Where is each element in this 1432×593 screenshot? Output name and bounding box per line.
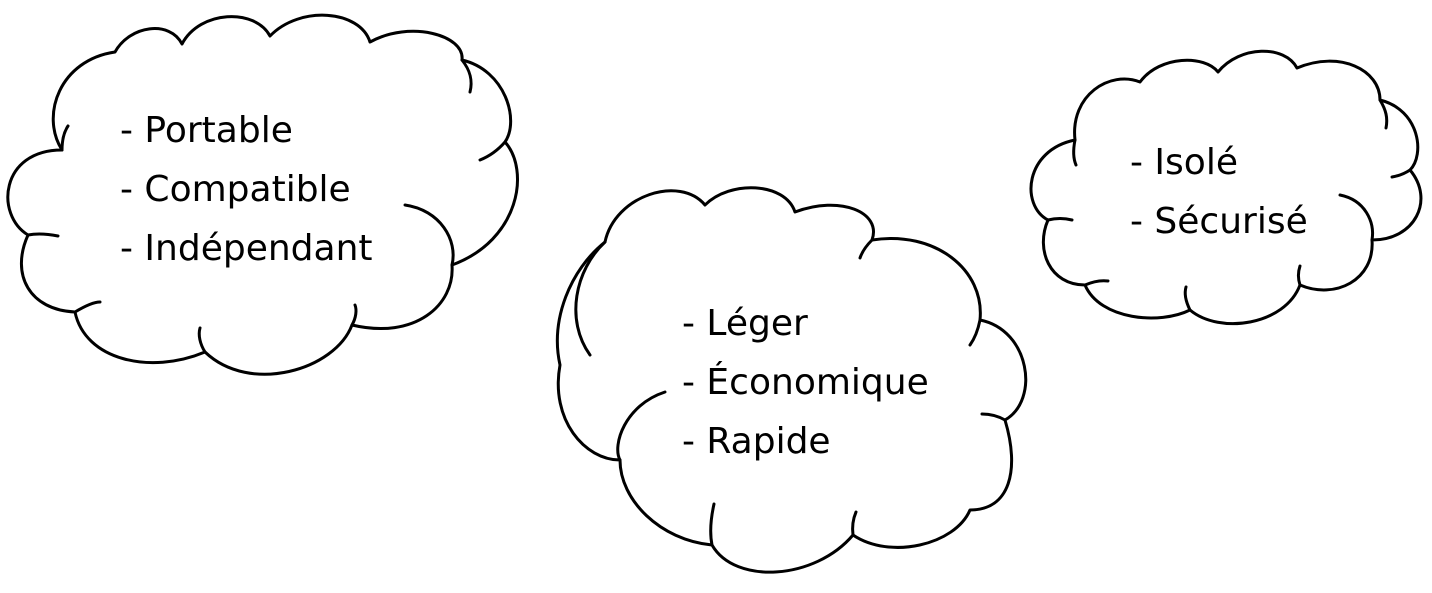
cloud-left-fold-4 xyxy=(403,203,455,267)
cloud-center-outline xyxy=(555,186,1028,574)
cloud-right-fold-1 xyxy=(1072,138,1078,167)
cloud-right-fold-7 xyxy=(1083,279,1110,287)
cloud-right-fold-4 xyxy=(1338,193,1375,242)
cloud-right-fold-8 xyxy=(1046,217,1074,222)
cloud-center-fold-7 xyxy=(616,390,667,462)
cloud-right-item: - Sécurisé xyxy=(1130,201,1308,242)
cloud-left-fold-7 xyxy=(73,300,102,314)
cloud-center-fold-6 xyxy=(709,502,716,547)
cloud-right-fold-5 xyxy=(1297,264,1302,287)
cloud-left-fold-2 xyxy=(460,58,473,94)
cloud-left-fold-5 xyxy=(350,303,358,327)
cloud-right-fold-3 xyxy=(1390,168,1412,179)
cloud-center-item: - Léger xyxy=(682,303,808,344)
cloud-left-item: - Indépendant xyxy=(120,228,373,269)
cloud-left-fold-6 xyxy=(197,326,207,354)
cloud-center-fold-3 xyxy=(968,318,982,347)
cloud-center-fold-2 xyxy=(858,238,874,260)
cloud-left: - Portable - Compatible - Indépendant xyxy=(6,13,519,376)
cloud-center: - Léger - Économique - Rapide xyxy=(555,186,1028,574)
cloud-right-fold-2 xyxy=(1378,98,1389,130)
cloud-center-item: - Rapide xyxy=(682,421,831,462)
cloud-center-item: - Économique xyxy=(682,361,929,403)
cloud-center-fold-1 xyxy=(574,240,607,357)
cloud-left-item: - Compatible xyxy=(120,169,351,210)
cloud-right-outline xyxy=(1029,49,1423,326)
cloud-left-item: - Portable xyxy=(120,110,293,151)
cloud-center-fold-5 xyxy=(851,510,858,537)
cloud-right-fold-6 xyxy=(1183,285,1192,312)
cloud-left-fold-1 xyxy=(60,124,70,152)
cloud-left-fold-8 xyxy=(26,232,60,238)
cloud-right-item: - Isolé xyxy=(1130,142,1238,183)
cloud-center-fold-4 xyxy=(980,412,1007,422)
cloud-right: - Isolé - Sécurisé xyxy=(1029,49,1423,326)
cloud-left-fold-3 xyxy=(478,140,507,162)
